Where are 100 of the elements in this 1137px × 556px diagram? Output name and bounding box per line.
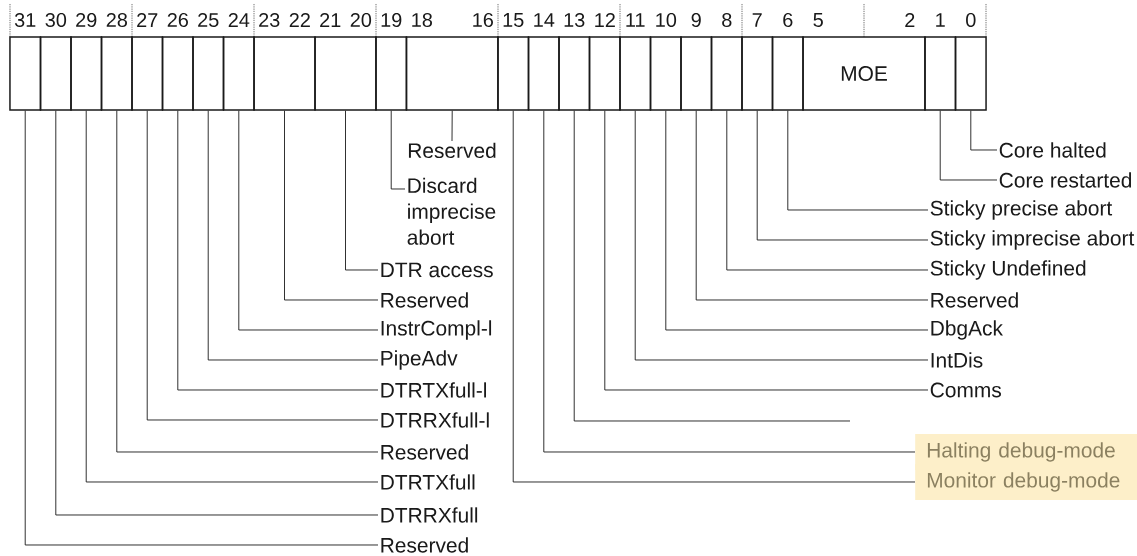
bit-field (222, 36, 255, 111)
leader-line (451, 110, 453, 142)
bit-field (710, 36, 743, 111)
leader-line (695, 110, 929, 301)
bit-number: 20 (350, 12, 372, 28)
bit-number: 6 (783, 12, 793, 28)
bit-field (314, 36, 377, 111)
leader-line (573, 110, 851, 422)
leader-line (390, 110, 406, 190)
bit-field (375, 36, 408, 111)
field-label: Reserved (931, 292, 1018, 308)
field-label: PipeAdv (381, 350, 458, 370)
field-label: IntDis (931, 352, 983, 368)
bit-number: 30 (45, 12, 67, 28)
field-label: Sticky Undefined (930, 260, 1086, 280)
bit-field (9, 36, 42, 111)
leader-line (55, 110, 379, 516)
bit-number: 10 (656, 12, 677, 28)
bit-number: 15 (503, 13, 524, 27)
bit-number: 22 (289, 13, 310, 27)
bit-field (619, 36, 652, 111)
leader-line (726, 110, 929, 271)
bit-number: 29 (76, 12, 97, 28)
field-label: DTRRXfull-l (381, 412, 489, 428)
bit-number: 27 (137, 13, 158, 27)
bit-number: 2 (905, 13, 915, 27)
bit-number: 18 (412, 12, 432, 28)
bit-number: 1 (936, 13, 945, 27)
leader-line (85, 110, 379, 483)
leader-line (787, 110, 929, 211)
bit-number: 21 (320, 13, 341, 27)
field-label: DTRTXfull-l (381, 382, 486, 398)
bit-field (954, 36, 987, 111)
bit-number: 11 (626, 13, 645, 27)
field-label: Comms (930, 382, 1001, 398)
bit-number: 13 (564, 12, 585, 28)
field-label: Reserved (381, 292, 468, 308)
field-label: Reserved (381, 537, 468, 553)
bit-number: 23 (259, 12, 280, 28)
field-label: Core restarted (999, 172, 1132, 188)
bit-number: 12 (595, 13, 615, 27)
leader-line (543, 110, 916, 453)
bit-number: 8 (722, 12, 732, 28)
bit-field (558, 36, 591, 111)
bit-field (405, 36, 499, 111)
bit-number: 16 (473, 12, 493, 28)
leader-line (512, 110, 916, 483)
bit-field (741, 36, 774, 111)
leader-line (146, 110, 379, 421)
bit-number: 0 (966, 12, 976, 28)
field-label: Reserved (408, 142, 496, 159)
leader-line (665, 110, 929, 331)
bit-number: 26 (167, 12, 188, 28)
field-label: DTRTXfull (381, 474, 475, 490)
bit-field (161, 36, 194, 111)
bit-number: 28 (106, 12, 128, 28)
leader-line (756, 110, 929, 241)
leader-line (284, 110, 379, 301)
bit-field (100, 36, 133, 111)
bit-field (131, 36, 164, 111)
leader-line (116, 110, 379, 453)
bit-number: 5 (813, 13, 823, 27)
field-label: DTRRXfull (381, 507, 478, 523)
leader-line (970, 110, 998, 151)
bit-field (497, 36, 530, 111)
leader-line (207, 110, 379, 361)
leader-line (24, 110, 379, 546)
field-label: Reserved (381, 444, 468, 460)
bit-field (680, 36, 713, 111)
leader-line (177, 110, 379, 391)
bit-field (192, 36, 225, 111)
bit-number: 19 (381, 12, 402, 28)
bit-field (70, 36, 103, 111)
leader-line (238, 110, 379, 331)
field-label: DTR access (381, 262, 493, 278)
leader-line (634, 110, 929, 361)
highlighted-label: Monitor debug-mode (915, 464, 1137, 500)
field-label: Sticky precise abort (930, 200, 1113, 220)
bit-number: 9 (691, 12, 701, 28)
bit-field (924, 36, 957, 111)
field-label: InstrCompl-l (381, 320, 492, 340)
field-label: Discard imprecise abort (407, 177, 496, 245)
bit-field (771, 36, 804, 111)
bit-number: 24 (228, 13, 250, 27)
bit-field (649, 36, 682, 111)
field-label: DbgAck (931, 320, 1003, 340)
leader-line (604, 110, 929, 391)
bit-number: 14 (534, 13, 555, 27)
leader-line (345, 110, 379, 271)
bit-field: MOE (802, 36, 926, 111)
bit-field (527, 36, 560, 111)
bit-field (39, 36, 72, 111)
bit-number: 25 (198, 12, 219, 28)
bit-number: 31 (14, 12, 36, 28)
bit-number: 7 (752, 13, 762, 27)
field-label: Sticky imprecise abort (930, 230, 1135, 250)
field-label: Core halted (999, 142, 1106, 158)
leader-line (939, 110, 998, 181)
bit-field (253, 36, 316, 111)
bit-field (588, 36, 621, 111)
